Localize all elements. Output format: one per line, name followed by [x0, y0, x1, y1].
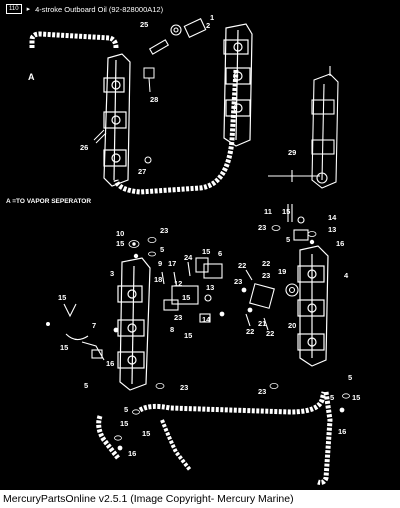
callout-15j: 15 [142, 429, 150, 438]
callout-8: 8 [170, 325, 174, 334]
diagram-header: 110 ▸ 4-stroke Outboard Oil (92-828000A1… [6, 4, 163, 14]
callout-14a: 14 [202, 315, 211, 324]
callout-11: 11 [264, 207, 272, 216]
callout-15d: 15 [184, 331, 192, 340]
callout-15e: 15 [282, 207, 290, 216]
callout-10: 10 [116, 229, 124, 238]
callout-5c: 5 [84, 381, 88, 390]
callout-5e: 5 [330, 393, 334, 402]
small-fittings [46, 225, 350, 451]
callout-20: 20 [288, 321, 296, 330]
vapor-separator-note: A =TO VAPOR SEPERATOR [6, 198, 92, 205]
callout-7: 7 [92, 321, 96, 330]
callout-4: 4 [344, 271, 349, 280]
callout-5b: 5 [286, 235, 290, 244]
callout-15i: 15 [120, 419, 128, 428]
callout-6: 6 [218, 249, 222, 258]
label-a: A [28, 72, 35, 82]
callout-15f: 15 [58, 293, 66, 302]
callout-15b: 15 [202, 247, 210, 256]
callout-16c: 16 [338, 427, 346, 436]
upper-fuel-hose [29, 31, 239, 195]
callout-29: 29 [288, 148, 296, 157]
callout-15c: 15 [182, 293, 190, 302]
callout-15a: 15 [116, 239, 124, 248]
lower-right-fuel-rail [297, 245, 329, 367]
callout-18: 18 [154, 275, 162, 284]
center-components [161, 204, 309, 331]
callout-16b: 16 [106, 359, 114, 368]
reference-label: 110 [6, 4, 22, 14]
vapor-separator-inset [268, 66, 339, 189]
callout-23b: 23 [234, 277, 242, 286]
lower-left-fuel-rail [117, 257, 151, 391]
callout-23e: 23 [262, 271, 270, 280]
callout-15h: 15 [352, 393, 360, 402]
callout-2: 2 [206, 21, 210, 30]
callout-13b: 13 [328, 225, 336, 234]
callout-23g: 23 [258, 387, 266, 396]
callout-5f: 5 [124, 405, 128, 414]
callout-21: 21 [258, 319, 266, 328]
callout-23d: 23 [258, 223, 266, 232]
pointer-icon: ▸ [26, 6, 31, 13]
callout-3: 3 [110, 269, 114, 278]
callout-labels: 1 2 25 28 26 27 29 10 23 15 5 3 9 17 15 … [58, 13, 360, 458]
callout-24: 24 [184, 253, 193, 262]
callout-25: 25 [140, 20, 148, 29]
callout-16a: 16 [336, 239, 344, 248]
callout-13a: 13 [206, 283, 214, 292]
callout-26: 26 [80, 143, 88, 152]
callout-22b: 22 [262, 259, 270, 268]
callout-23c: 23 [174, 313, 182, 322]
callout-23f: 23 [180, 383, 188, 392]
callout-28: 28 [150, 95, 158, 104]
callout-5d: 5 [348, 373, 352, 382]
right-fuel-rail [223, 23, 253, 147]
callout-1: 1 [210, 13, 214, 22]
pressure-regulator [148, 18, 207, 55]
diagram-title: 4-stroke Outboard Oil (92-828000A12) [35, 4, 164, 14]
left-fuel-rail [103, 53, 131, 187]
callout-5a: 5 [160, 245, 164, 254]
callout-9: 9 [158, 259, 162, 268]
callout-23a: 23 [160, 226, 168, 235]
callout-14b: 14 [328, 213, 337, 222]
copyright-footer: MercuryPartsOnline v2.5.1 (Image Copyrig… [0, 490, 400, 508]
callout-16d: 16 [128, 449, 136, 458]
clamp-parts [93, 67, 155, 164]
callout-17: 17 [168, 259, 176, 268]
callout-22c: 22 [246, 327, 254, 336]
callout-22a: 22 [238, 261, 246, 270]
callout-22d: 22 [266, 329, 274, 338]
lower-left-brackets [63, 303, 105, 361]
exploded-parts-diagram: 1 2 25 28 26 27 29 10 23 15 5 3 9 17 15 … [29, 13, 361, 485]
callout-27: 27 [138, 167, 146, 176]
lower-fuel-hose [96, 391, 333, 485]
callout-19: 19 [278, 267, 286, 276]
callout-12: 12 [174, 279, 182, 288]
callout-15g: 15 [60, 343, 68, 352]
